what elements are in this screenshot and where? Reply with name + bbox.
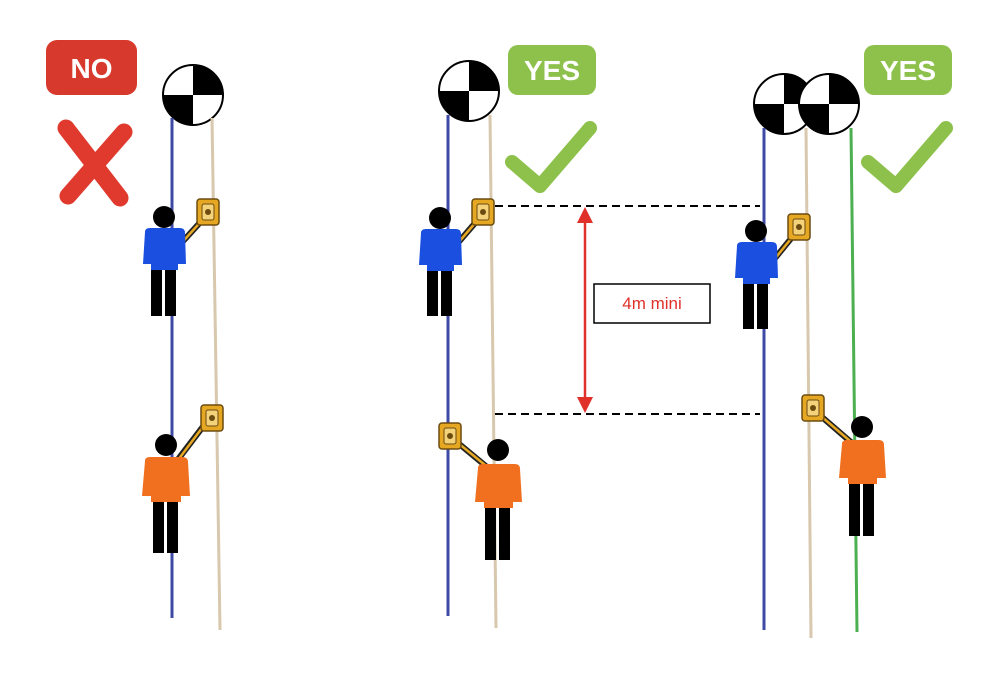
rope-grab-icon bbox=[471, 198, 495, 226]
measurement-guide: 4m mini bbox=[495, 205, 760, 415]
anchor-target-icon bbox=[162, 64, 224, 126]
rope-grab-icon bbox=[200, 404, 224, 432]
badge-yes-right-label: YES bbox=[880, 55, 936, 86]
panel-middle: YES bbox=[419, 45, 597, 629]
badge-yes-middle: YES bbox=[508, 45, 596, 95]
rope-backup bbox=[210, 117, 222, 631]
badge-no-label: NO bbox=[71, 53, 113, 84]
rope-secondary bbox=[849, 127, 859, 633]
measure-arrowhead-bottom bbox=[577, 397, 593, 413]
climber-icon bbox=[449, 435, 522, 560]
measure-label: 4m mini bbox=[622, 294, 682, 313]
climber-icon bbox=[735, 220, 801, 329]
climber-icon bbox=[812, 408, 886, 536]
badge-no: NO bbox=[46, 40, 137, 95]
badge-yes-right: YES bbox=[864, 45, 952, 95]
rope-grab-icon bbox=[196, 198, 220, 226]
rope-grab-icon bbox=[801, 394, 825, 422]
cross-icon bbox=[57, 119, 133, 207]
check-icon bbox=[505, 121, 597, 193]
climber-icon bbox=[142, 417, 211, 553]
measure-arrowhead-top bbox=[577, 207, 593, 223]
anchor-target-icon bbox=[438, 60, 500, 122]
panel-left: NO bbox=[46, 40, 224, 631]
rope-backup bbox=[804, 127, 813, 639]
rope-grab-icon bbox=[787, 213, 811, 241]
anchor-target-icon bbox=[798, 73, 860, 135]
check-icon bbox=[861, 121, 953, 193]
rope-grab-icon bbox=[438, 422, 462, 450]
measure-label-box bbox=[593, 283, 711, 324]
badge-yes-middle-label: YES bbox=[524, 55, 580, 86]
panel-right: YES bbox=[735, 45, 953, 639]
